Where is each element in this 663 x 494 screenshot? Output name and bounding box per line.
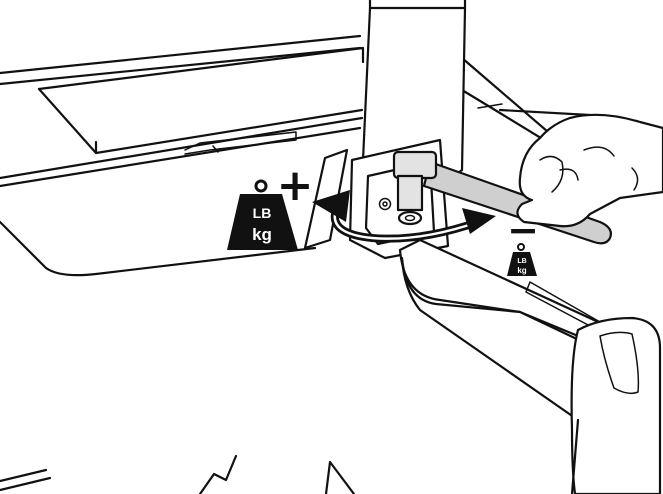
hand: [517, 115, 663, 226]
decrease-weight-indicator: − LB kg: [507, 208, 539, 276]
seat-platform: [0, 36, 363, 275]
floor-base: [0, 456, 354, 494]
plus-sign: +: [277, 160, 314, 211]
weight-unit-lb: LB: [253, 205, 272, 221]
weight-unit-kg: kg: [252, 225, 272, 244]
adjustment-bolt: [399, 212, 421, 224]
wrench-socket: [394, 152, 436, 178]
lower-arm: [400, 240, 660, 494]
weight-unit-kg: kg: [517, 266, 526, 275]
arrow-head-right: [462, 208, 496, 234]
weight-ring: [256, 181, 266, 191]
increase-weight-indicator: LB kg +: [227, 160, 313, 250]
weight-unit-lb: LB: [517, 258, 526, 265]
